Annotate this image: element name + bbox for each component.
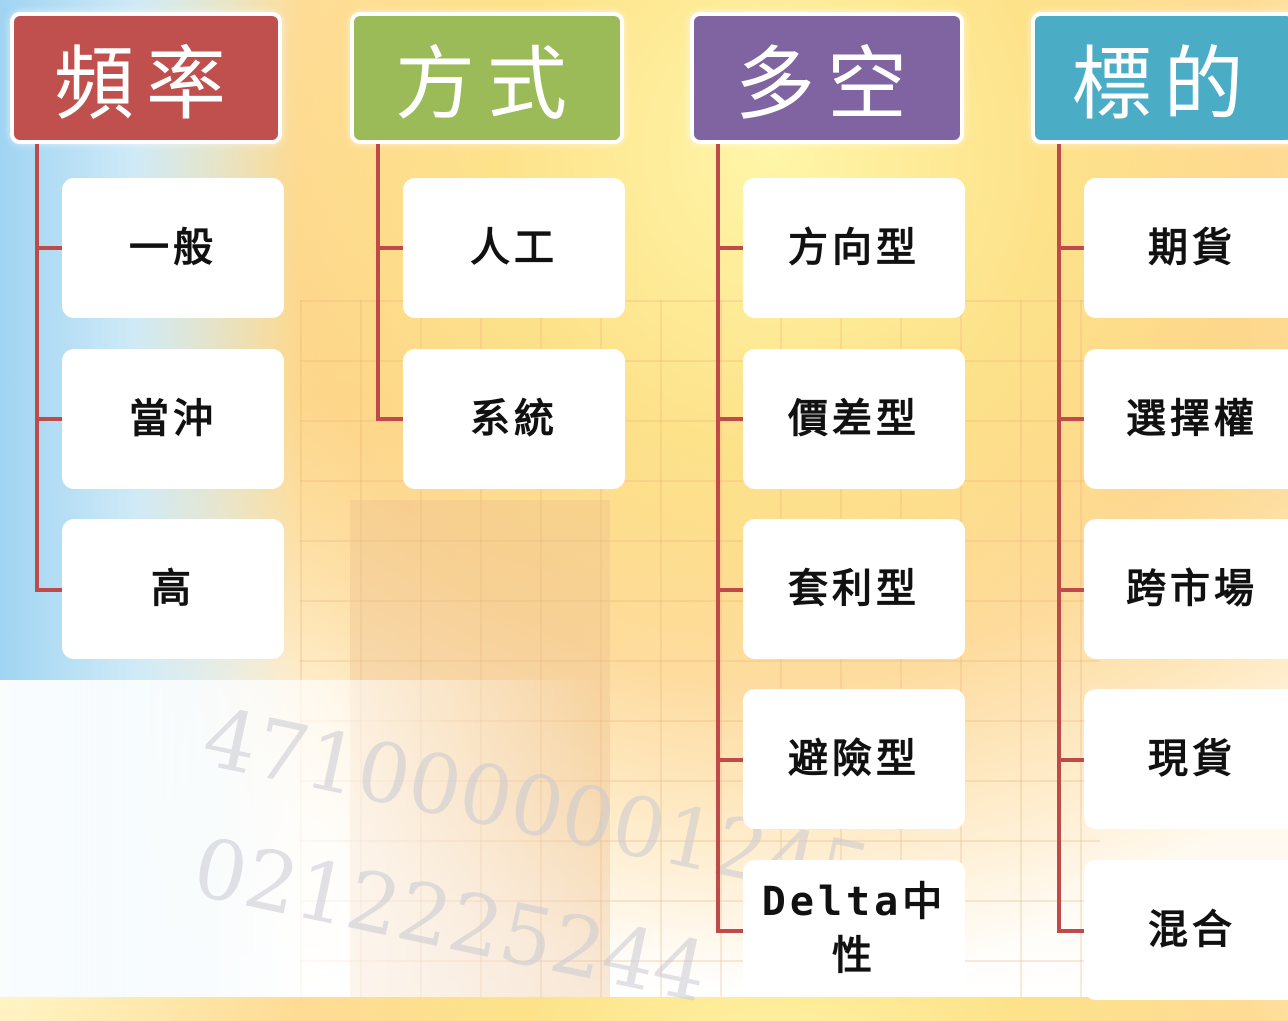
direction-item-delta-neutral: Delta中性 [743,860,965,997]
target-connector-branch [1057,758,1085,762]
method-header: 方式 [350,12,624,144]
target-connector-branch [1057,417,1085,421]
method-item-system: 系統 [403,349,625,489]
background-white-wash [0,680,600,997]
direction-item-spread: 價差型 [743,349,965,489]
frequency-connector-branch [35,246,63,250]
method-item-manual: 人工 [403,178,625,318]
target-item-cross-market: 跨市場 [1084,519,1288,659]
frequency-connector-branch [35,588,63,592]
target-item-options: 選擇權 [1084,349,1288,489]
direction-item-arbitrage: 套利型 [743,519,965,659]
frequency-item-high: 高 [62,519,284,659]
direction-connector-branch [716,417,744,421]
method-connector-branch [376,246,404,250]
direction-connector-branch [716,588,744,592]
frequency-item-general: 一般 [62,178,284,318]
frequency-connector-trunk [35,144,39,592]
target-header: 標的 [1031,12,1288,144]
direction-connector-branch [716,929,744,933]
method-connector-branch [376,417,404,421]
target-item-futures: 期貨 [1084,178,1288,318]
target-item-mixed: 混合 [1084,860,1288,1000]
direction-header: 多空 [690,12,964,144]
target-connector-branch [1057,929,1085,933]
direction-connector-branch [716,758,744,762]
direction-item-directional: 方向型 [743,178,965,318]
direction-connector-branch [716,246,744,250]
target-connector-branch [1057,588,1085,592]
direction-item-hedge: 避險型 [743,689,965,829]
target-item-spot: 現貨 [1084,689,1288,829]
frequency-header: 頻率 [10,12,282,144]
direction-connector-trunk [716,144,720,933]
target-connector-trunk [1057,144,1061,933]
frequency-item-daytrade: 當沖 [62,349,284,489]
target-connector-branch [1057,246,1085,250]
frequency-connector-branch [35,417,63,421]
method-connector-trunk [376,144,380,421]
